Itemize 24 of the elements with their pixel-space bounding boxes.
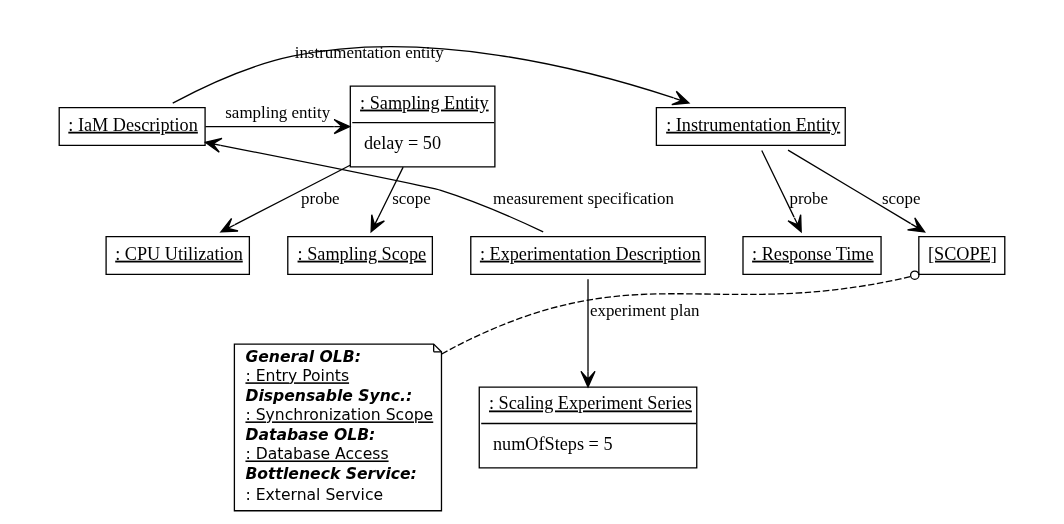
arrow [172, 46, 690, 106]
edge-label: sampling entity [225, 102, 331, 122]
node-box: [SCOPE] [918, 235, 1006, 275]
connector [441, 270, 920, 355]
arrow [761, 149, 802, 233]
node-box: : Response Time [742, 235, 882, 275]
arrow [370, 166, 404, 233]
node-box: : Instrumentation Entity [655, 107, 846, 147]
arrow [787, 149, 926, 233]
edge-label: probe [301, 188, 340, 208]
node-box: : CPU Utilization [105, 235, 250, 275]
edge-label: scope [881, 188, 921, 208]
arrow [580, 278, 596, 388]
node-box: : IaM Description [58, 107, 206, 147]
arrow [204, 137, 544, 233]
edge-label: experiment plan [589, 300, 700, 320]
edge-label: measurement specification [492, 188, 674, 208]
edge-label: scope [392, 188, 431, 208]
edge-label: probe [789, 188, 829, 208]
arrow [204, 118, 351, 135]
arrow [220, 164, 351, 233]
node-box: : Experimentation Description [470, 235, 706, 275]
node-box: : Sampling Scope [287, 235, 433, 275]
edge-label: instrumentation entity [294, 43, 444, 63]
